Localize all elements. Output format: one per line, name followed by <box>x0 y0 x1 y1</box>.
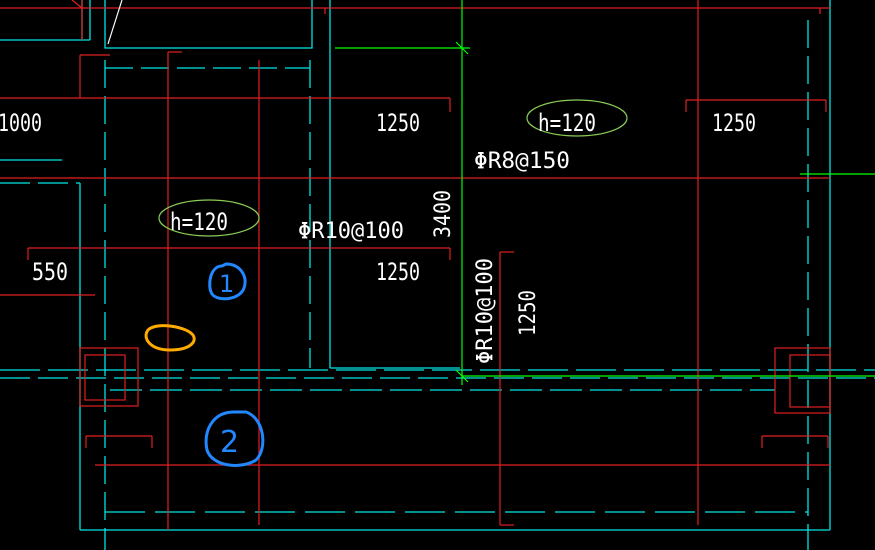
slab-ellipse-left <box>158 199 260 237</box>
dimension-lines <box>335 0 875 385</box>
annotation-oval-orange <box>144 324 196 352</box>
dim-tick <box>455 41 469 55</box>
column-block-left <box>79 347 139 407</box>
annotation-circle-1-number: 1 <box>219 270 234 298</box>
annotation-circle-1: 1 <box>208 262 247 301</box>
dim-label-1250-top-right: 1250 <box>712 109 756 137</box>
dim-label-1250-top-mid: 1250 <box>376 109 420 137</box>
dim-label-1000: 1000 <box>0 109 42 137</box>
dim-label-550: 550 <box>32 258 68 286</box>
rebar-line <box>71 0 83 9</box>
column-block-right-inner <box>789 354 831 408</box>
annotation-circle-2: 2 <box>204 410 265 467</box>
rebar-lines <box>0 0 831 530</box>
annotation-circle-2-outline <box>204 410 265 467</box>
slab-label-top: h=120 <box>538 109 596 137</box>
dim-label-3400: 3400 <box>431 190 456 238</box>
dim-label-1250-vertical: 1250 <box>516 290 541 336</box>
annotation-circle-2-number: 2 <box>220 425 239 460</box>
rebar-label-mid: ΦR10@100 <box>298 219 404 244</box>
column-block-left-inner <box>84 354 126 401</box>
column-block-right <box>774 347 831 414</box>
window-diagonal <box>107 0 123 45</box>
rebar-label-top: ΦR8@150 <box>474 149 570 174</box>
rebar-label-vertical: ΦR10@100 <box>473 258 498 364</box>
annotation-circle-1-outline <box>208 262 247 301</box>
wall-window-box <box>104 0 313 49</box>
dim-label-1250-mid: 1250 <box>376 258 420 286</box>
slab-label-left: h=120 <box>170 208 228 236</box>
slab-ellipse-top <box>526 99 628 137</box>
